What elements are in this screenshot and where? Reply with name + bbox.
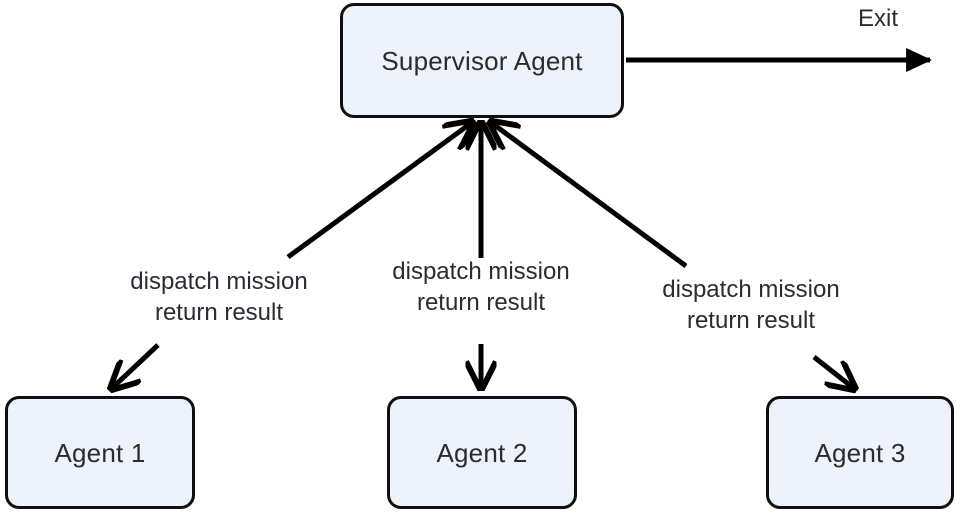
edge-label-agent-1: dispatch mission return result: [108, 267, 330, 328]
node-agent-1[interactable]: Agent 1: [5, 396, 195, 509]
node-agent-2[interactable]: Agent 2: [387, 396, 577, 509]
node-supervisor-agent[interactable]: Supervisor Agent: [340, 3, 624, 118]
edge-label-exit-text: Exit: [857, 5, 898, 32]
edge-label-agent-1-line-2: return result: [154, 298, 284, 326]
node-agent-1-label: Agent 1: [54, 437, 146, 468]
edge-label-agent-3-line-1: dispatch mission: [662, 276, 840, 303]
node-supervisor-agent-label: Supervisor Agent: [381, 45, 583, 76]
edge-label-agent-3-line-2: return result: [686, 306, 816, 334]
edge-label-agent-2-line-2: return result: [416, 288, 546, 316]
edge-label-agent-1-line-1: dispatch mission: [130, 268, 308, 295]
edge-label-exit: Exit: [820, 4, 936, 35]
edge-label-agent-2-line-1: dispatch mission: [392, 258, 570, 285]
node-agent-2-label: Agent 2: [436, 437, 528, 468]
edge-label-agent-3: dispatch mission return result: [640, 275, 862, 336]
edge-label-agent-2: dispatch mission return result: [370, 257, 592, 318]
edge-agent-1-to-supervisor: [286, 121, 474, 260]
edge-supervisor-to-agent-1: [110, 343, 160, 390]
edge-supervisor-to-agent-3: [812, 355, 856, 390]
edge-agent-3-to-supervisor: [489, 121, 688, 269]
node-agent-3-label: Agent 3: [814, 437, 906, 468]
node-agent-3[interactable]: Agent 3: [766, 396, 954, 509]
